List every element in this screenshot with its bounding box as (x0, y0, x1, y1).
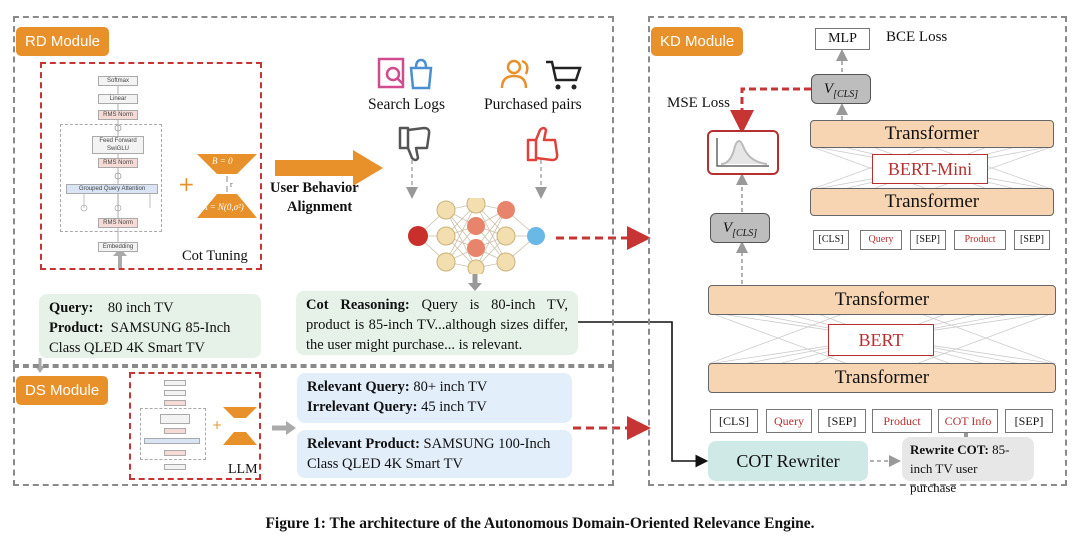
alignment-label-line1: User Behavior (270, 180, 359, 196)
cot-reasoning-label: Cot Reasoning (306, 297, 405, 313)
llm-block-softmax: Softmax (98, 76, 138, 86)
relevant-product-label: Relevant Product (307, 436, 416, 452)
neural-network-icon (408, 198, 545, 274)
cot-tuning-label: Cot Tuning (182, 248, 248, 264)
mini-token-cls: [CLS] (813, 230, 849, 250)
distribution-icon (707, 130, 779, 175)
rewrite-cot-label: Rewrite COT: (910, 442, 989, 457)
kd-module-tag: KD Module (651, 27, 744, 56)
ds-lora-diagram (223, 407, 257, 445)
bert-token-product: Product (872, 409, 932, 433)
ds-block-norm-3 (164, 450, 186, 456)
rd-module-tag: RD Module (16, 27, 110, 56)
llm-block-rmsnorm-top: RMS Norm (98, 110, 138, 120)
llm-block-linear: Linear (98, 94, 138, 104)
alignment-arrow (275, 150, 383, 186)
bert-mini-transformer-bottom: Transformer (810, 188, 1054, 216)
llm-architecture-diagram: Softmax Linear RMS Norm Feed Forward Swi… (58, 72, 168, 262)
llm-block-embedding: Embedding (98, 242, 138, 252)
llm-block-gqa: Grouped Query Attention (66, 184, 158, 194)
thumbs-up-icon (526, 126, 559, 162)
ds-block-softmax (164, 380, 186, 386)
mini-token-sep-2: [SEP] (1014, 230, 1050, 250)
llm-block-ffn: Feed Forward SwiGLU (92, 136, 144, 154)
ds-llm-diagram (138, 378, 208, 474)
lora-b-label: B = 0 (212, 156, 233, 166)
mse-loss-label: MSE Loss (667, 95, 730, 111)
irrelevant-query-value: 45 inch TV (421, 399, 487, 415)
mini-token-product: Product (954, 230, 1006, 250)
bce-loss-label: BCE Loss (886, 29, 948, 45)
bert-vcls-box: V[CLS] (710, 213, 770, 243)
relevant-query-line: Relevant Query: 80+ inch TV (307, 379, 488, 395)
query-label: Query (49, 300, 89, 316)
lora-r-label: r (230, 180, 233, 189)
lora-adapter-diagram (197, 154, 257, 218)
ds-block-embedding (164, 464, 186, 470)
distribution-curve-icon (716, 138, 769, 167)
mini-token-sep-1: [SEP] (910, 230, 946, 250)
query-samples-box: Relevant Query: 80+ inch TV Irrelevant Q… (297, 373, 572, 423)
bert-mini-transformer-top: Transformer (810, 120, 1054, 148)
search-logs-icon (377, 57, 433, 90)
rewrite-cot-value: 85-inch TV user purchase (910, 442, 1010, 495)
bert-token-sep-2: [SEP] (1005, 409, 1053, 433)
relevant-query-label: Relevant Query (307, 379, 405, 395)
bert-transformer-bottom: Transformer (708, 363, 1056, 393)
ds-module-panel (13, 366, 614, 486)
purchased-pairs-label: Purchased pairs (484, 96, 582, 113)
product-line: Product: SAMSUNG 85-Inch Class QLED 4K S… (49, 320, 231, 356)
search-logs-label: Search Logs (368, 96, 446, 113)
ds-block-gqa (144, 438, 200, 444)
ds-plus-icon: + (212, 418, 223, 432)
relevant-product-value: SAMSUNG 100-Inch Class QLED 4K Smart TV (307, 436, 551, 472)
product-value: SAMSUNG 85-Inch Class QLED 4K Smart TV (49, 320, 231, 356)
kd-module-panel (648, 16, 1067, 486)
plus-icon: + (178, 172, 195, 196)
llm-cot-tuning-box (40, 62, 262, 270)
bert-transformer-top: Transformer (708, 285, 1056, 315)
cot-rewriter-box: COT Rewriter (708, 441, 868, 481)
relevant-query-value: 80+ inch TV (413, 379, 488, 395)
ds-llm-box (129, 372, 261, 480)
cot-reasoning-text: Query is 80-inch TV, product is 85-inch … (306, 297, 569, 353)
mini-token-query: Query (860, 230, 902, 250)
bert-token-sep-1: [SEP] (818, 409, 866, 433)
irrelevant-query-line: Irrelevant Query: 45 inch TV (307, 399, 487, 415)
ds-block-norm-2 (164, 428, 186, 434)
bert-token-query: Query (766, 409, 812, 433)
llm-block-rmsnorm-bottom: RMS Norm (98, 218, 138, 228)
ds-block-norm-1 (164, 400, 186, 406)
bert-label: BERT (828, 324, 934, 356)
cot-reasoning-box: Cot Reasoning: Query is 80-inch TV, prod… (296, 291, 578, 355)
figure-caption: Figure 1: The architecture of the Autono… (265, 515, 815, 532)
query-line: Query: 80 inch TV (49, 300, 174, 316)
rd-module-panel (13, 16, 614, 366)
llm-block-rmsnorm-mid: RMS Norm (98, 158, 138, 168)
ds-block-ffn (160, 414, 190, 424)
irrelevant-query-label: Irrelevant Query (307, 399, 413, 415)
product-samples-box: Relevant Product: SAMSUNG 100-Inch Class… (297, 430, 572, 478)
query-value: 80 inch TV (107, 300, 174, 316)
llm-layer-frame (60, 124, 162, 232)
lora-a-label: A = N(0,σ²) (202, 202, 244, 212)
mlp-box: MLP (815, 28, 870, 50)
bert-token-cls: [CLS] (710, 409, 758, 433)
ds-block-linear (164, 390, 186, 396)
thumbs-down-icon (398, 126, 431, 162)
purchased-pairs-icon (500, 59, 582, 90)
ds-llm-label: LLM (228, 462, 258, 477)
alignment-label-line2: Alignment (287, 199, 353, 215)
product-label: Product (49, 320, 99, 336)
mini-vcls-box: V[CLS] (811, 74, 871, 104)
bert-token-cot-info: COT Info (938, 409, 998, 433)
llm-internal-arrows (80, 86, 151, 242)
query-product-box: Query: 80 inch TV Product: SAMSUNG 85-In… (39, 294, 261, 358)
rewrite-cot-box: Rewrite COT: 85-inch TV user purchase (902, 437, 1034, 495)
bert-mini-label: BERT-Mini (872, 154, 988, 184)
ds-module-tag: DS Module (16, 376, 109, 405)
ds-layer-frame (140, 408, 206, 460)
